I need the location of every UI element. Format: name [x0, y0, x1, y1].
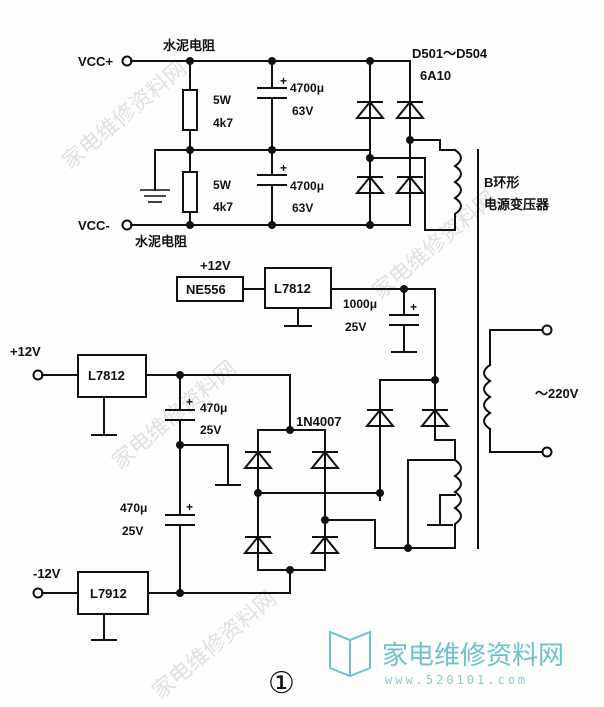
minus12-label: -12V: [33, 566, 61, 581]
c4-voltage: 25V: [200, 423, 221, 437]
r2-power: 5W: [213, 178, 232, 192]
transformer-label-2: 电源变压器: [484, 197, 550, 212]
r1-value: 4k7: [213, 116, 233, 130]
brand-url: www.520101.com: [385, 673, 528, 687]
plus12-left-label: +12V: [10, 344, 41, 359]
plus12-top-label: +12V: [200, 258, 231, 273]
res-bottom-title: 水泥电阻: [135, 234, 187, 249]
diode-type-label: 6A10: [420, 68, 451, 83]
c1-value: 4700μ: [290, 81, 324, 95]
figure-number: ①: [268, 666, 295, 701]
l7912-label: L7912: [90, 586, 127, 601]
vcc-minus-label: VCC-: [78, 218, 110, 233]
r1-power: 5W: [213, 93, 232, 107]
resistor-r1: [182, 89, 198, 131]
ne556-label: NE556: [186, 282, 226, 297]
transformer-primary: [483, 363, 492, 431]
transformer-secondary-bottom: [453, 439, 462, 531]
ac-terminal-bottom: [541, 446, 553, 458]
svg-text:+: +: [410, 300, 417, 314]
c3-value: 1000μ: [343, 297, 377, 311]
c5-value: 470μ: [120, 501, 147, 515]
c4-value: 470μ: [200, 401, 227, 415]
l7812-top-label: L7812: [274, 281, 311, 296]
c2-value: 4700μ: [290, 179, 324, 193]
in4007-label: 1N4007: [296, 414, 342, 429]
resistor-r2: [182, 171, 198, 213]
c1-voltage: 63V: [292, 104, 313, 118]
transformer-secondary-top: [439, 148, 462, 231]
brand-text: 家电维修资料网: [382, 641, 564, 671]
svg-text:家电维修资料网: 家电维修资料网: [58, 56, 192, 174]
ac220-label: ～220V: [535, 386, 579, 401]
c5-voltage: 25V: [122, 524, 143, 538]
r2-value: 4k7: [213, 200, 233, 214]
svg-text:家电维修资料网: 家电维修资料网: [368, 186, 502, 304]
res-top-title: 水泥电阻: [163, 38, 215, 53]
c2-voltage: 63V: [292, 201, 313, 215]
vcc-plus-label: VCC+: [78, 54, 113, 69]
diode-range-label: D501～D504: [412, 46, 488, 61]
svg-text:+: +: [186, 500, 193, 514]
l7912-block: [77, 571, 149, 615]
transformer-label-1: B环形: [484, 175, 519, 190]
c3-voltage: 25V: [345, 320, 366, 334]
svg-text:+: +: [280, 74, 287, 88]
brand-watermark: 家电维修资料网 www.520101.com: [329, 630, 564, 687]
l7812-left-label: L7812: [88, 368, 125, 383]
svg-text:+: +: [186, 395, 193, 409]
svg-text:+: +: [280, 161, 287, 175]
ac-terminal-top: [541, 324, 553, 336]
svg-text:家电维修资料网: 家电维修资料网: [148, 586, 282, 704]
